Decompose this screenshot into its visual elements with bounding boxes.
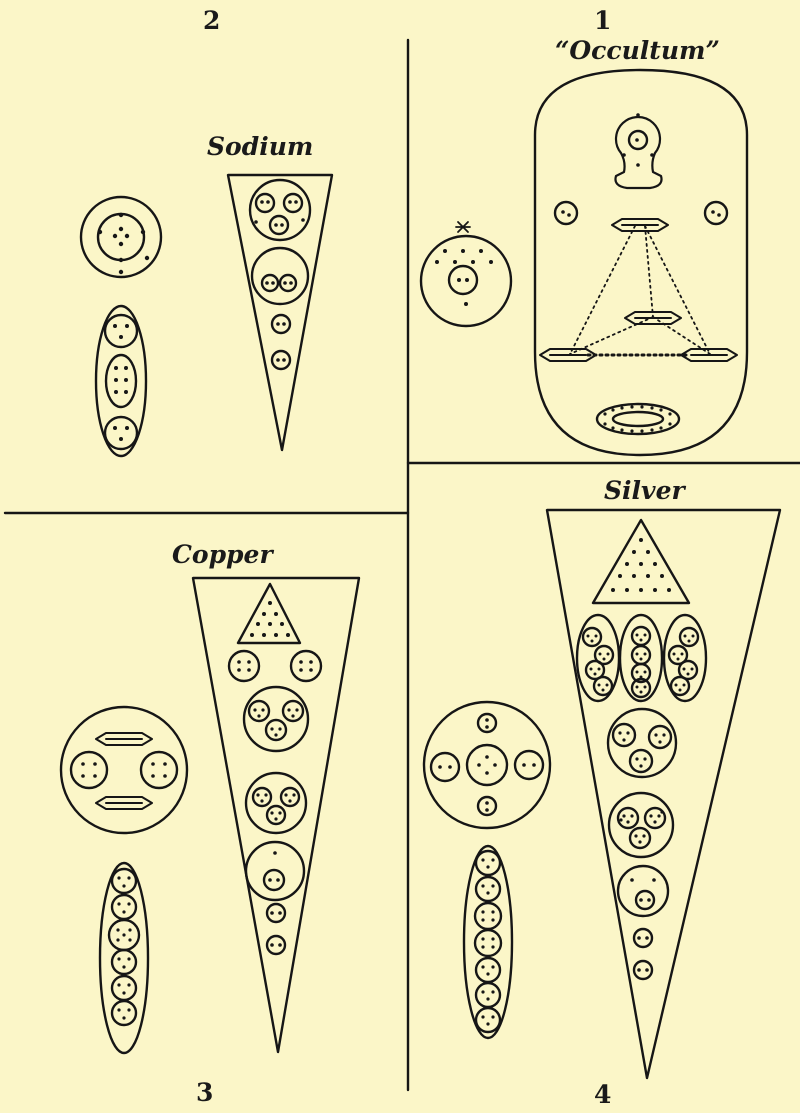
fig2-rod-body [96, 306, 146, 456]
fig2-funnel [228, 175, 332, 450]
fig1-occultum-diagram [421, 70, 747, 455]
fig2-round-body [81, 197, 161, 277]
fig1-occultum-egg [535, 70, 747, 455]
fig4-silver-diagram [424, 510, 780, 1078]
figure-number-2: 2 [203, 6, 220, 35]
fig2-dots [98, 213, 149, 274]
fig4-rod-body [464, 846, 512, 1038]
figure-title-sodium: Sodium [207, 132, 313, 161]
figure-number-1: 1 [594, 6, 611, 35]
fig3-round-body [61, 707, 187, 833]
figure-title-copper: Copper [172, 540, 273, 569]
figure-title-occultum: “Occultum” [555, 36, 720, 65]
fig3-copper-diagram [61, 578, 359, 1053]
fig3-funnel [193, 578, 359, 1052]
fig2-sodium-diagram [81, 175, 332, 456]
figure-number-3: 3 [196, 1078, 213, 1107]
fig4-ellipse-group [577, 615, 706, 701]
fig3-rod-body [100, 863, 148, 1053]
fig1-side-body [421, 222, 511, 326]
fig4-funnel [547, 510, 780, 1078]
figure-title-silver: Silver [604, 476, 685, 505]
fig4-round-body [424, 702, 550, 828]
figure-number-4: 4 [594, 1080, 611, 1109]
